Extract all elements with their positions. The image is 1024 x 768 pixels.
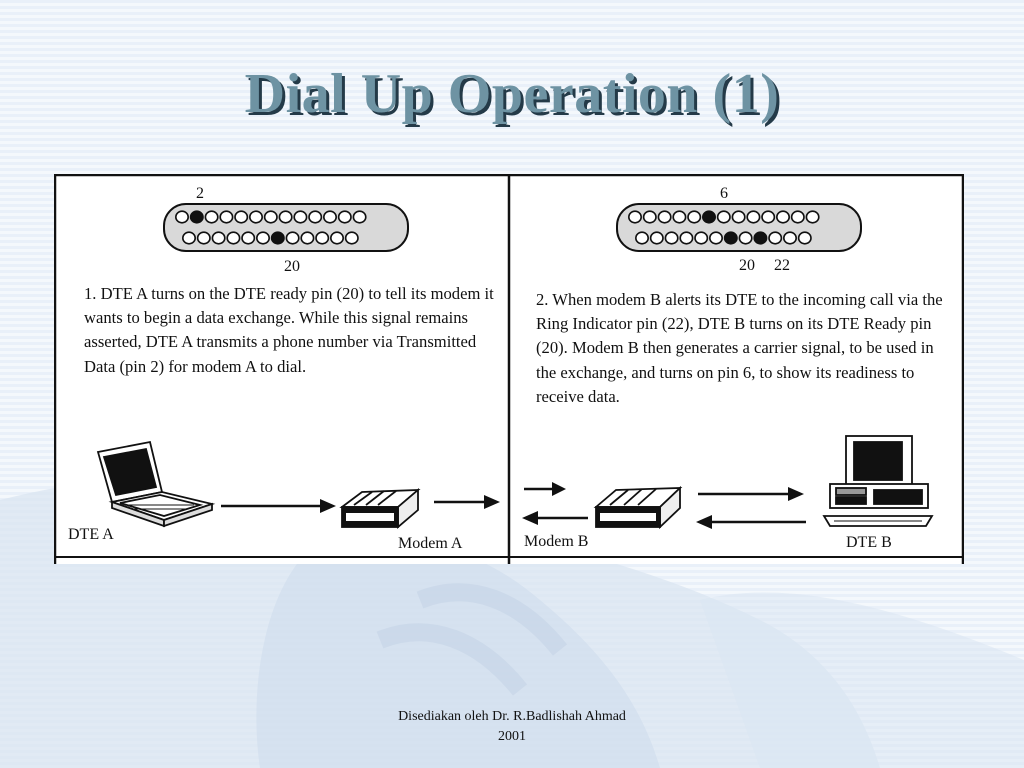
connector-pin-1: [175, 210, 190, 224]
connector-pin-3: [204, 210, 219, 224]
connector-pin-25: [797, 231, 812, 245]
connector-pin-12: [790, 210, 805, 224]
connector-pin-11: [322, 210, 337, 224]
connector-pin-4: [219, 210, 234, 224]
connector-pin-22: [300, 231, 315, 245]
dte-a-label: DTE A: [68, 526, 114, 543]
connector-pin-18: [241, 231, 256, 245]
connector-pin-16: [664, 231, 679, 245]
connector-pin-13: [352, 210, 367, 224]
connector-pin-13: [805, 210, 820, 224]
connector-pin-23: [315, 231, 330, 245]
connector-pin-4: [672, 210, 687, 224]
footer-year: 2001: [498, 729, 526, 744]
connector-pin-2: [189, 210, 204, 224]
connector-pin-14: [182, 231, 197, 245]
dte-b-label: DTE B: [846, 534, 892, 551]
footer-credit: Disediakan oleh Dr. R.Badlishah Ahmad 20…: [312, 707, 712, 747]
connector-pin-6: [249, 210, 264, 224]
diagram-graphics: 2 20 6 20 22 DTE A: [54, 174, 964, 564]
modem-b-icon: [593, 485, 683, 530]
laptop-icon: [96, 440, 216, 528]
connector-pin-8: [278, 210, 293, 224]
dial-up-diagram: 2 20 6 20 22 DTE A: [54, 174, 964, 564]
connector-pin-5: [234, 210, 249, 224]
connector-pin-8: [731, 210, 746, 224]
connector-pin-15: [196, 231, 211, 245]
connector-pin-17: [226, 231, 241, 245]
modem-a-label: Modem A: [398, 535, 463, 552]
arrow-head-icon: [696, 515, 712, 529]
db25-connector-left: [163, 203, 409, 252]
pin-label-20-right: 20: [739, 257, 755, 274]
connector-pin-10: [761, 210, 776, 224]
connector-pin-16: [211, 231, 226, 245]
connector-pin-21: [285, 231, 300, 245]
step-1-description: 1. DTE A turns on the DTE ready pin (20)…: [84, 284, 494, 376]
pin-label-2: 2: [196, 185, 204, 202]
connector-pin-10: [308, 210, 323, 224]
arrow-head-icon: [552, 482, 566, 496]
connector-pin-23: [768, 231, 783, 245]
connector-pin-6: [701, 210, 716, 224]
connector-pin-9: [293, 210, 308, 224]
arrow-head-icon: [522, 511, 538, 525]
connector-pin-24: [782, 231, 797, 245]
slide-title: Dial Up Operation (1): [244, 63, 780, 125]
connector-pin-15: [649, 231, 664, 245]
connector-pin-19: [708, 231, 723, 245]
arrow-head-icon: [320, 499, 336, 513]
connector-pin-1: [627, 210, 642, 224]
modem-b-label: Modem B: [524, 533, 588, 550]
connector-pin-11: [775, 210, 790, 224]
connector-pin-17: [679, 231, 694, 245]
connector-pin-21: [738, 231, 753, 245]
connector-pin-18: [694, 231, 709, 245]
db25-connector-right: [616, 203, 862, 252]
connector-pin-3: [657, 210, 672, 224]
arrow-head-icon: [788, 487, 804, 501]
connector-pin-20: [723, 231, 738, 245]
connector-pin-5: [687, 210, 702, 224]
pin-label-20-left: 20: [284, 258, 300, 275]
connector-pin-9: [746, 210, 761, 224]
connector-pin-19: [256, 231, 271, 245]
pin-label-6: 6: [720, 185, 728, 202]
arrow-head-icon: [484, 495, 500, 509]
connector-pin-7: [716, 210, 731, 224]
connector-pin-12: [337, 210, 352, 224]
connector-pin-20: [270, 231, 285, 245]
connector-pin-24: [329, 231, 344, 245]
connector-pin-2: [642, 210, 657, 224]
desktop-computer-icon: [822, 435, 934, 527]
connector-pin-25: [344, 231, 359, 245]
connector-pin-22: [753, 231, 768, 245]
connector-pin-7: [263, 210, 278, 224]
connector-pin-14: [634, 231, 649, 245]
step-2-description: 2. When modem B alerts its DTE to the in…: [536, 290, 943, 406]
footer-author: Disediakan oleh Dr. R.Badlishah Ahmad: [398, 709, 626, 724]
pin-label-22: 22: [774, 257, 790, 274]
modem-a-icon: [339, 488, 421, 529]
